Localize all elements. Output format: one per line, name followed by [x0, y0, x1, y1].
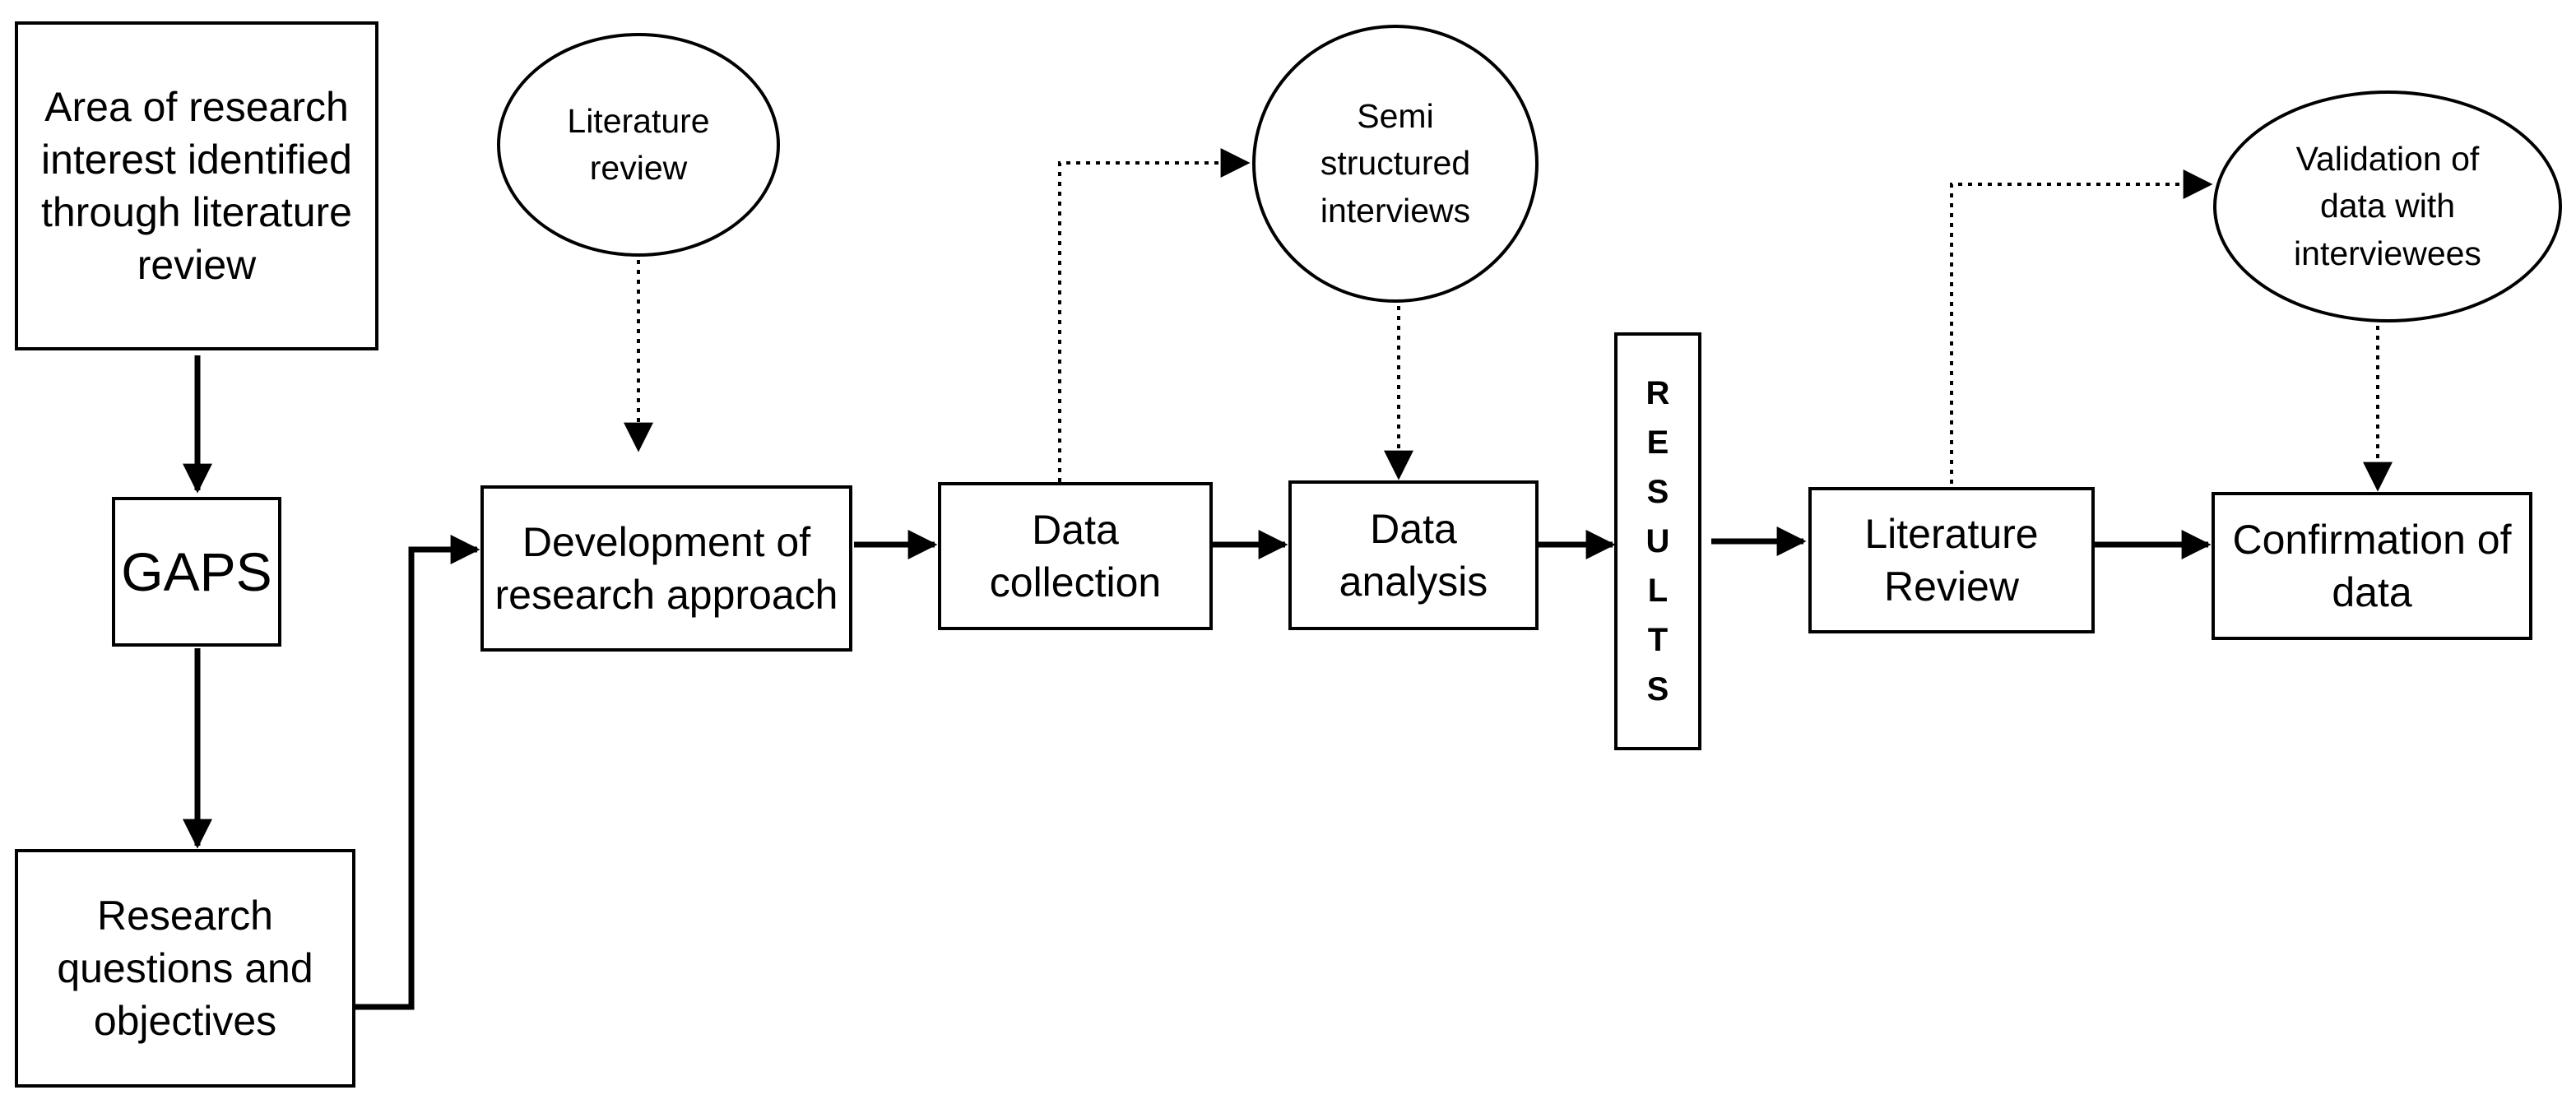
literature-review-oval-label: Literature review [567, 101, 710, 187]
arrow-questions-to-development [355, 535, 480, 1010]
literature-review-oval: Literature review [497, 33, 780, 257]
development-label: Development of research approach [494, 519, 838, 618]
literature-review-box-label: Literature Review [1864, 511, 2039, 610]
data-analysis-label: Data analysis [1339, 506, 1488, 605]
results-letter-u: U [1645, 523, 1670, 559]
confirmation-label: Confirmation of data [2232, 517, 2512, 615]
data-collection-box: Data collection [938, 482, 1213, 630]
area-of-research-box: Area of research interest identified thr… [15, 21, 378, 350]
gaps-label: GAPS [121, 540, 272, 602]
research-questions-box: Research questions and objectives [15, 849, 355, 1088]
results-letter-s: S [1646, 474, 1669, 510]
area-of-research-label: Area of research interest identified thr… [40, 84, 352, 288]
results-letter-t: T [1647, 622, 1669, 658]
gaps-box: GAPS [112, 497, 281, 647]
validation-oval: Validation of data with interviewees [2213, 90, 2562, 322]
literature-review-box: Literature Review [1808, 487, 2095, 633]
data-analysis-box: Data analysis [1288, 480, 1539, 630]
data-collection-label: Data collection [989, 507, 1162, 605]
dotted-arrow-literature-to-validation [1950, 169, 2213, 484]
validation-label: Validation of data with interviewees [2294, 139, 2481, 272]
results-letter-e: E [1646, 424, 1669, 461]
dotted-arrow-collection-to-interviews [1058, 148, 1251, 482]
results-letter-s2: S [1646, 671, 1669, 707]
results-box: R E S U L T S [1614, 332, 1701, 750]
confirmation-box: Confirmation of data [2212, 492, 2532, 640]
semi-structured-interviews-label: Semi structured interviews [1320, 96, 1471, 230]
research-questions-label: Research questions and objectives [57, 893, 313, 1044]
development-box: Development of research approach [480, 485, 852, 652]
results-letter-r: R [1645, 375, 1670, 411]
semi-structured-interviews-oval: Semi structured interviews [1252, 25, 1539, 303]
results-letter-l: L [1647, 573, 1669, 609]
